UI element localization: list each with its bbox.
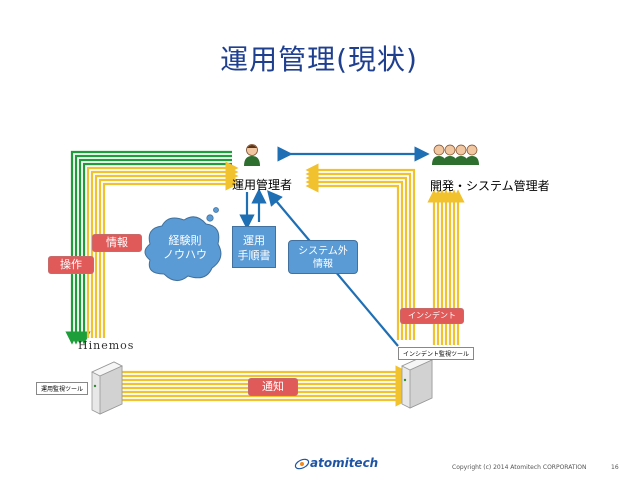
atomitech-logo: atomitech bbox=[310, 456, 379, 470]
notify-tag: 通知 bbox=[248, 378, 298, 396]
experience-text-1: 経験則 bbox=[168, 234, 202, 247]
manual-text-1: 運用 bbox=[243, 234, 265, 247]
external-info-box: システム外 情報 bbox=[288, 240, 358, 274]
incident-server-icon bbox=[401, 355, 433, 409]
operation-lines bbox=[65, 150, 232, 345]
info-tag: 情報 bbox=[92, 234, 142, 252]
page-number: 16 bbox=[611, 464, 619, 471]
external-text-1: システム外 bbox=[298, 246, 348, 257]
dev-admin-label: 開発・システム管理者 bbox=[430, 179, 550, 193]
incident-tag: インシデント bbox=[400, 308, 464, 324]
incident-tool-label: インシデント監視ツール bbox=[398, 347, 475, 360]
experience-text-2: ノウハウ bbox=[163, 248, 207, 261]
operator-icon bbox=[244, 144, 260, 166]
monitor-server-icon bbox=[91, 361, 123, 415]
page-title: 運用管理(現状) bbox=[220, 43, 418, 76]
monitor-tool-label: 運用監視ツール bbox=[36, 382, 89, 395]
dev-admin-group-icon bbox=[432, 144, 479, 165]
experience-cloud: 経験則 ノウハウ bbox=[150, 234, 220, 262]
external-text-2: 情報 bbox=[313, 259, 333, 270]
manual-text-2: 手順書 bbox=[237, 249, 271, 262]
incident-to-operator-lines bbox=[305, 163, 416, 340]
hinemos-logo: Hinemos bbox=[78, 339, 135, 352]
operator-label: 運用管理者 bbox=[232, 178, 293, 192]
operation-tag: 操作 bbox=[48, 256, 94, 274]
copyright: Copyright (c) 2014 Atomitech CORPORATION bbox=[452, 464, 587, 471]
experience-cloud-shape bbox=[144, 216, 222, 281]
atomitech-logo-mark bbox=[294, 458, 310, 470]
info-lines bbox=[86, 161, 239, 338]
manual-box: 運用 手順書 bbox=[232, 226, 276, 268]
